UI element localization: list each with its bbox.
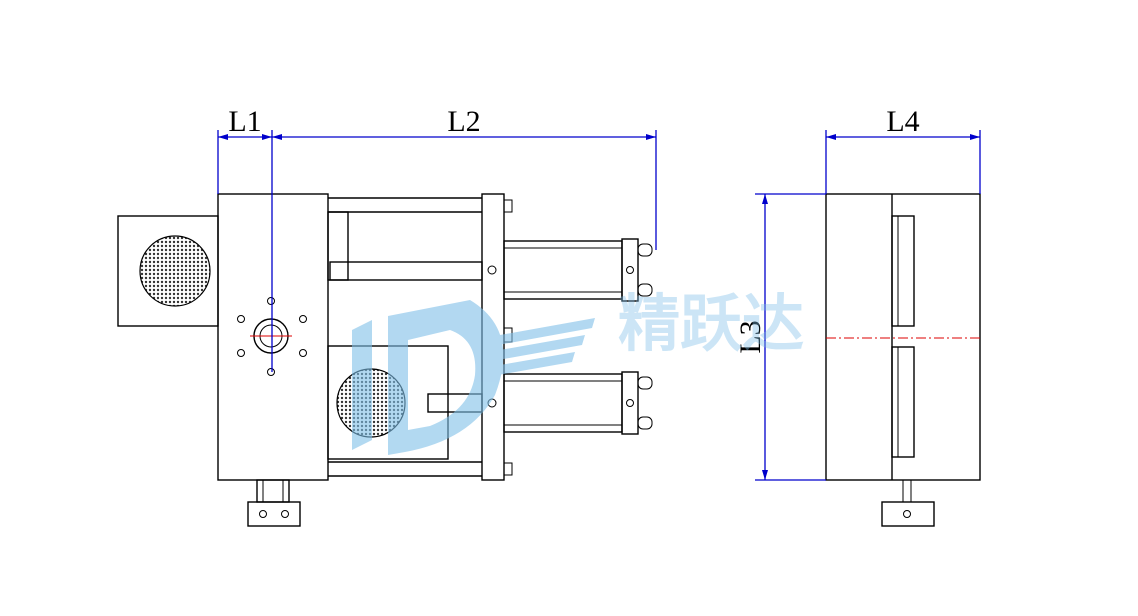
side-lower-plate xyxy=(891,346,915,458)
dim-label-l3: L3 xyxy=(734,320,767,353)
upper-slide-rod xyxy=(329,261,483,281)
logo-mark-d xyxy=(388,300,504,455)
upper-window xyxy=(327,211,349,281)
main-body xyxy=(217,193,329,481)
side-view xyxy=(825,193,981,527)
dim-label-l2: L2 xyxy=(447,105,480,138)
upper-cylinder xyxy=(503,238,653,302)
bolt-pattern xyxy=(237,297,307,376)
watermark-logo: 精跃达 xyxy=(352,287,804,455)
watermark-text: 精跃达 xyxy=(618,287,804,360)
dimension-lines: L1 L2 L4 L3 xyxy=(217,105,981,481)
side-foot xyxy=(881,479,935,527)
screen-mesh-upper xyxy=(139,235,211,307)
side-body xyxy=(825,193,981,481)
logo-mark-i xyxy=(352,320,372,450)
dim-label-l4: L4 xyxy=(886,105,919,138)
front-foot xyxy=(247,479,301,527)
lower-cylinder xyxy=(503,371,653,435)
side-upper-plate xyxy=(891,215,915,327)
dim-label-l1: L1 xyxy=(228,105,261,138)
